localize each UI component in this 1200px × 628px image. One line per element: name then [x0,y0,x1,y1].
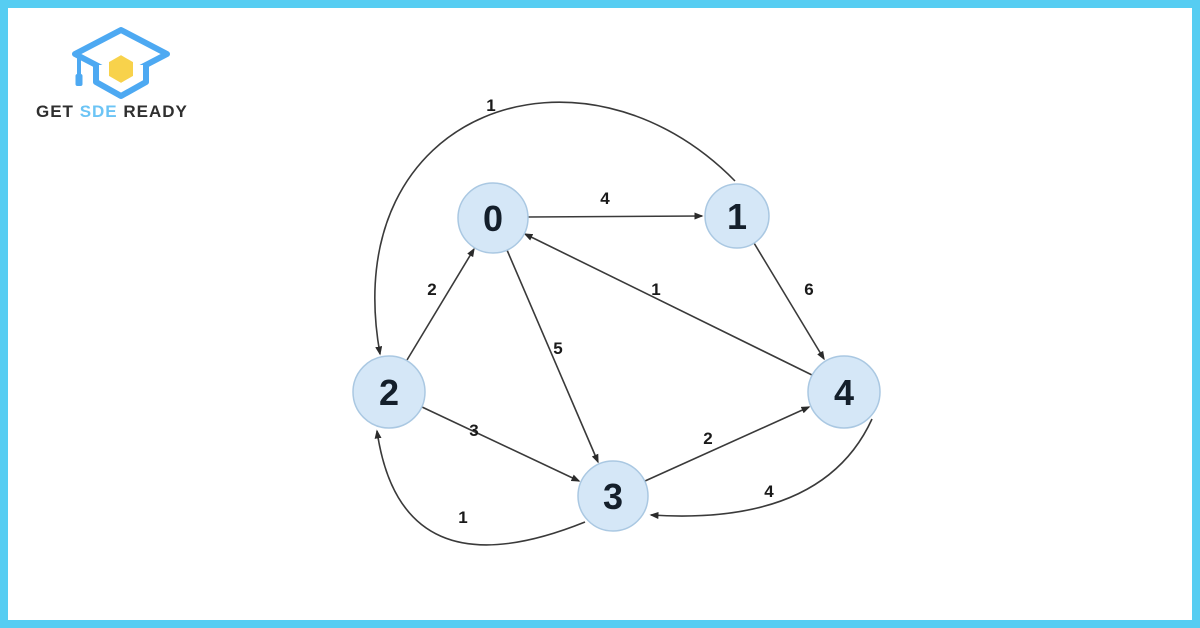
edge-line-1-4 [753,242,825,361]
edge-weight-2-3: 3 [469,421,478,440]
edge-weight-3-4: 2 [703,429,712,448]
edge-line-3-4 [644,406,811,482]
edge-4-0: 1 [523,233,813,376]
edge-3-2: 1 [374,429,586,546]
logo-text: GET SDE READY [36,102,206,122]
edge-2-3: 3 [421,406,581,482]
edge-1-2: 1 [374,96,736,356]
edge-0-1: 4 [527,189,704,220]
logo-text-ready: READY [123,102,188,121]
edge-line-4-3 [649,418,873,519]
node-label-0: 0 [483,198,503,239]
edge-weight-0-3: 5 [553,339,562,358]
node-circle-0 [457,182,529,254]
tassel-end [75,74,83,86]
node-label-3: 3 [603,476,623,517]
edge-weight-4-0: 1 [651,280,660,299]
get-sde-ready-logo: GET SDE READY [36,26,206,122]
graph-node-2: 2 [352,355,426,429]
node-circle-1 [704,183,770,249]
edge-weight-1-4: 6 [804,280,813,299]
edge-line-2-0 [406,247,475,361]
edge-line-0-1 [527,212,704,220]
graph-node-4: 4 [807,355,881,429]
node-label-1: 1 [727,196,747,237]
graduation-cap-icon [72,27,170,99]
edge-weight-4-3: 4 [764,482,774,501]
graph-node-0: 0 [457,182,529,254]
node-label-2: 2 [379,372,399,413]
graph-canvas: 4 6 1 2 5 3 2 4 1 1 0 1 2 3 4 [352,96,881,546]
node-label-4: 4 [834,372,854,413]
edge-weight-2-0: 2 [427,280,436,299]
edge-weight-3-2: 1 [458,508,467,527]
edge-2-0: 2 [406,247,475,361]
graph-node-3: 3 [577,460,649,532]
edge-line-0-3 [506,249,599,464]
node-circle-4 [807,355,881,429]
node-circle-2 [352,355,426,429]
edge-weight-0-1: 4 [600,189,610,208]
edge-line-3-2 [374,429,586,546]
logo-text-get: GET [36,102,74,121]
edge-0-3: 5 [506,249,599,464]
hexagon [107,52,135,86]
edge-line-2-3 [421,406,581,482]
graph-node-1: 1 [704,183,770,249]
edge-3-4: 2 [644,406,811,482]
edge-weight-1-2: 1 [486,96,495,115]
node-circle-3 [577,460,649,532]
logo-text-sde: SDE [79,102,118,121]
edge-line-4-0 [523,233,813,376]
edge-4-3: 4 [649,418,873,519]
edge-1-4: 6 [753,242,825,361]
edge-line-1-2 [374,101,736,356]
